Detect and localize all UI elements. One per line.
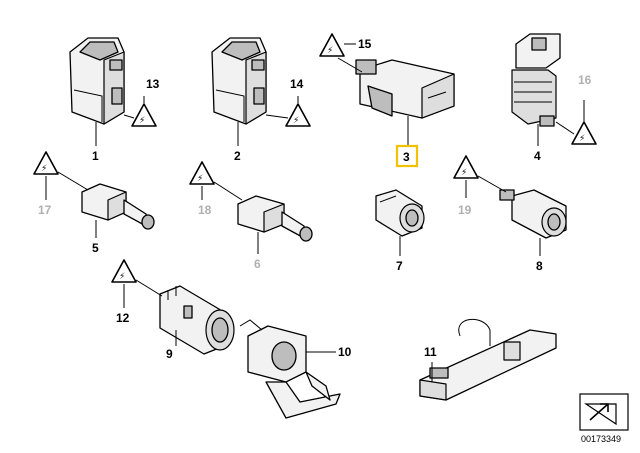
part-7-socket-insert[interactable] — [375, 189, 425, 237]
callout-17[interactable]: 17 — [38, 203, 52, 217]
callout-4[interactable]: 4 — [534, 149, 541, 163]
warning-icon: ⚡ — [461, 168, 467, 178]
warning-triangle-19: ⚡ — [453, 155, 479, 179]
warning-icon: ⚡ — [41, 164, 47, 174]
part-6-plug[interactable] — [237, 195, 313, 242]
warning-icon: ⚡ — [119, 272, 125, 282]
part-8-socket[interactable] — [499, 189, 567, 239]
warning-triangle-16: ⚡ — [571, 121, 597, 145]
callout-12[interactable]: 12 — [116, 311, 130, 325]
callout-6[interactable]: 6 — [254, 257, 261, 271]
callout-2[interactable]: 2 — [234, 149, 241, 163]
callout-8[interactable]: 8 — [536, 259, 543, 273]
highlighted-callout-box — [395, 144, 419, 168]
part-3-connector[interactable] — [355, 59, 455, 119]
warning-triangle-14: ⚡ — [285, 103, 311, 127]
part-5-plug[interactable] — [81, 183, 155, 230]
warning-triangle-13: ⚡ — [131, 103, 157, 127]
part-11-bar-connector[interactable] — [419, 318, 557, 401]
part-4-connector-block[interactable] — [511, 33, 561, 127]
callout-1[interactable]: 1 — [92, 149, 99, 163]
callout-13[interactable]: 13 — [146, 77, 160, 91]
callout-9[interactable]: 9 — [166, 347, 173, 361]
callout-14[interactable]: 14 — [290, 77, 304, 91]
warning-triangle-15: ⚡ — [319, 33, 345, 57]
warning-icon: ⚡ — [139, 116, 145, 126]
part-9-socket-housing[interactable] — [159, 285, 235, 355]
part-10-bracket[interactable] — [239, 319, 341, 419]
warning-icon: ⚡ — [197, 174, 203, 184]
callout-5[interactable]: 5 — [92, 241, 99, 255]
warning-triangle-12: ⚡ — [111, 259, 137, 283]
part-2-switch-housing[interactable] — [211, 37, 267, 125]
callout-18[interactable]: 18 — [198, 203, 212, 217]
document-number: 00173349 — [581, 434, 621, 444]
callout-3[interactable]: 3 — [403, 150, 410, 164]
callout-16[interactable]: 16 — [578, 73, 592, 87]
callout-11[interactable]: 11 — [424, 345, 437, 359]
callout-15[interactable]: 15 — [358, 37, 372, 51]
warning-triangle-17: ⚡ — [33, 151, 59, 175]
part-1-switch-housing[interactable] — [69, 37, 125, 125]
callout-19[interactable]: 19 — [458, 203, 472, 217]
warning-icon: ⚡ — [579, 134, 585, 144]
warning-triangle-18: ⚡ — [189, 161, 215, 185]
callout-7[interactable]: 7 — [396, 259, 403, 273]
callout-10[interactable]: 10 — [338, 345, 352, 359]
warning-icon: ⚡ — [327, 46, 333, 56]
arrow-icon — [579, 393, 629, 431]
warning-icon: ⚡ — [293, 116, 299, 126]
